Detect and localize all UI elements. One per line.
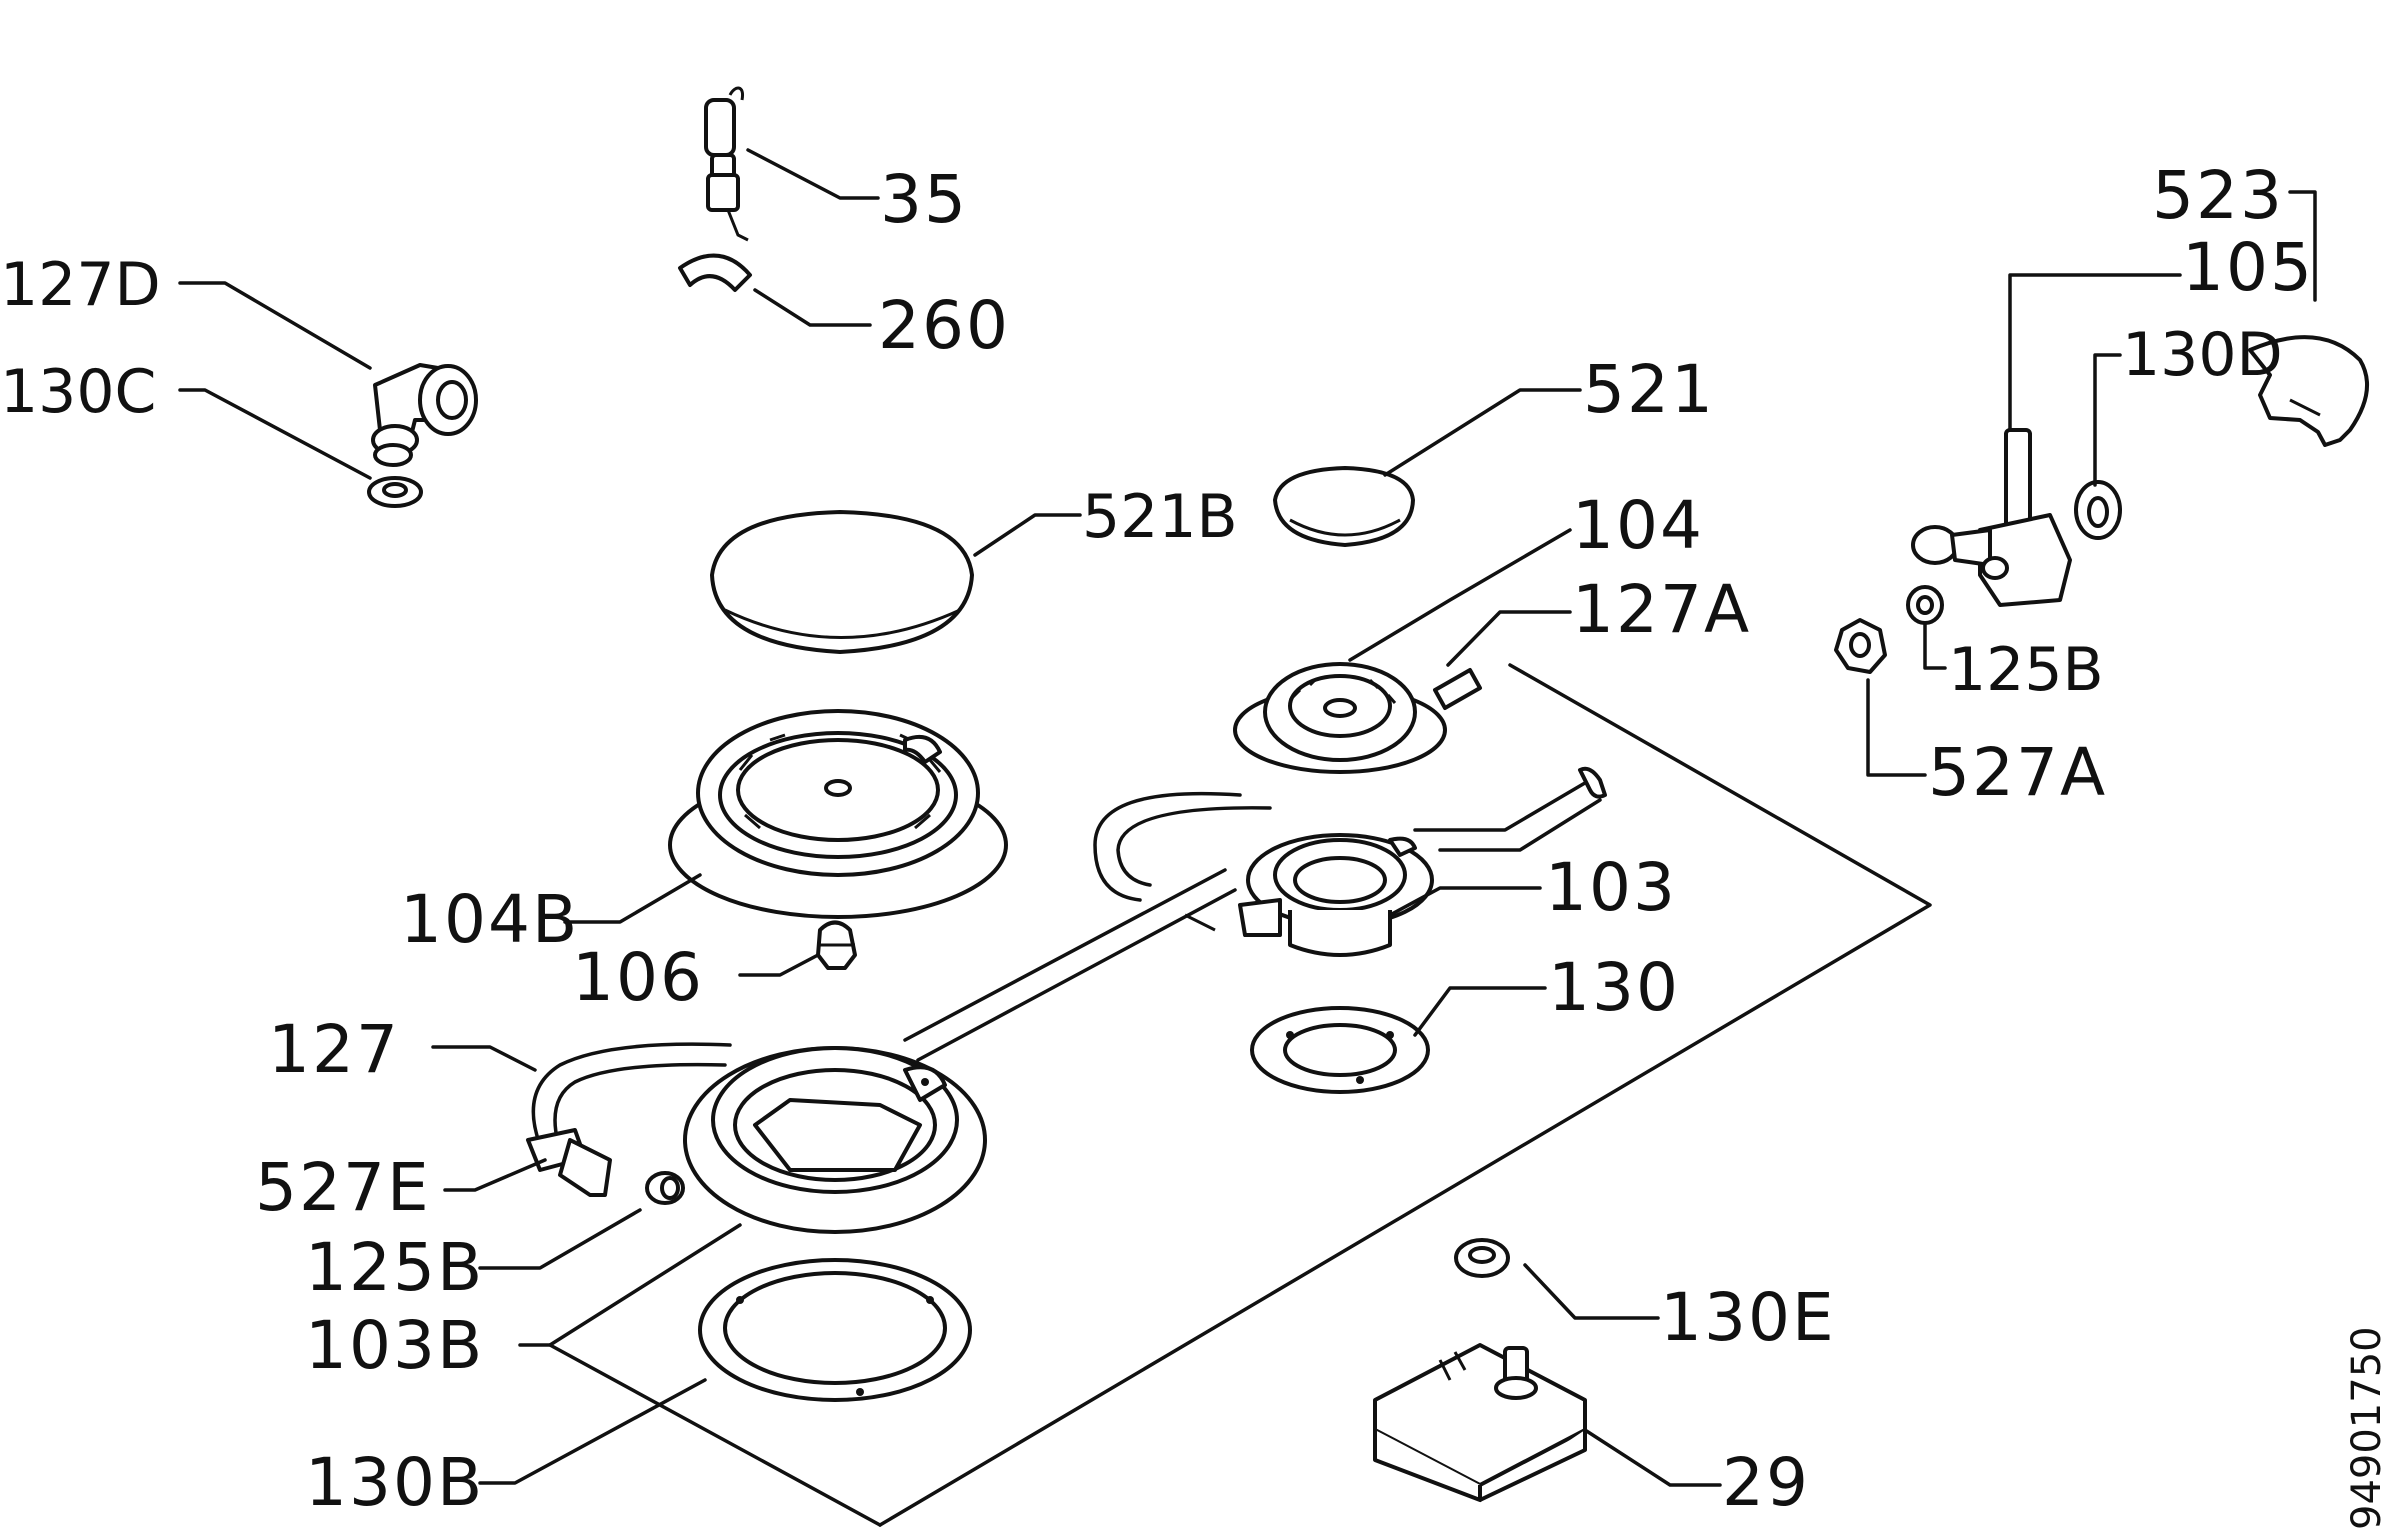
label-127: 127 (268, 1011, 400, 1088)
label-103: 103 (1545, 849, 1677, 926)
large-burner-crown-104B (563, 709, 1008, 924)
label-127D: 127D (0, 250, 161, 320)
label-527A: 527A (1928, 734, 2107, 811)
seal-ring-130 (1250, 986, 1547, 1094)
label-130: 130 (1548, 949, 1680, 1026)
washer-130C (367, 476, 423, 508)
small-burner-crown-104 (1233, 528, 1572, 774)
pipe-127A (1433, 610, 1572, 710)
gas-valve-105 (1911, 273, 2182, 607)
small-burner-body-103 (1184, 833, 1542, 957)
label-527E: 527E (255, 1149, 431, 1226)
elbow-fitting-127D (371, 363, 478, 467)
spark-electrode-35 (704, 86, 880, 242)
leader-527E (443, 1158, 547, 1192)
label-260: 260 (878, 287, 1010, 364)
label-521: 521 (1583, 351, 1715, 428)
label-29: 29 (1722, 1444, 1810, 1521)
spark-generator-29 (1373, 1343, 1722, 1502)
label-125B-left: 125B (305, 1229, 484, 1306)
long-diagonal-pipe (903, 868, 1237, 1062)
drawing-code: 94901750 (2344, 1326, 2390, 1530)
label-130D: 130D (2122, 320, 2283, 390)
nut-527A (1834, 618, 1927, 777)
label-125B-right: 125B (1948, 635, 2104, 705)
leader-130C (178, 388, 372, 480)
label-106: 106 (572, 939, 704, 1016)
flexible-hose-127 (431, 1042, 732, 1197)
clip-260 (678, 253, 872, 327)
seal-130D (2074, 353, 2122, 540)
small-burner-cap-521 (1273, 388, 1582, 547)
label-523: 523 (2152, 157, 2284, 234)
washer-130E (1454, 1238, 1660, 1320)
callout-labels: 35 260 127D 130C 521 521B 104 127A 523 1… (0, 157, 2390, 1530)
label-103B: 103B (305, 1307, 484, 1384)
injector-106 (738, 920, 857, 977)
label-104: 104 (1572, 487, 1704, 564)
nozzle-125B-left (478, 1171, 685, 1270)
seal-ring-130B (478, 1258, 972, 1485)
nozzle-125B-right (1906, 585, 1947, 670)
leader-127D (178, 281, 372, 370)
label-104B: 104B (400, 881, 579, 958)
label-130C: 130C (0, 357, 156, 427)
label-521B: 521B (1082, 482, 1238, 552)
large-burner-cap-521B (710, 510, 1082, 654)
bracket-523 (2248, 190, 2369, 447)
label-127A: 127A (1572, 571, 1751, 648)
label-130B: 130B (305, 1444, 484, 1521)
hob-outline (548, 663, 1932, 1527)
large-burner-body-103B (518, 1046, 987, 1347)
connecting-pipe (1093, 766, 1607, 902)
label-130E: 130E (1660, 1279, 1836, 1356)
label-105: 105 (2182, 229, 2314, 306)
label-35: 35 (880, 161, 968, 238)
